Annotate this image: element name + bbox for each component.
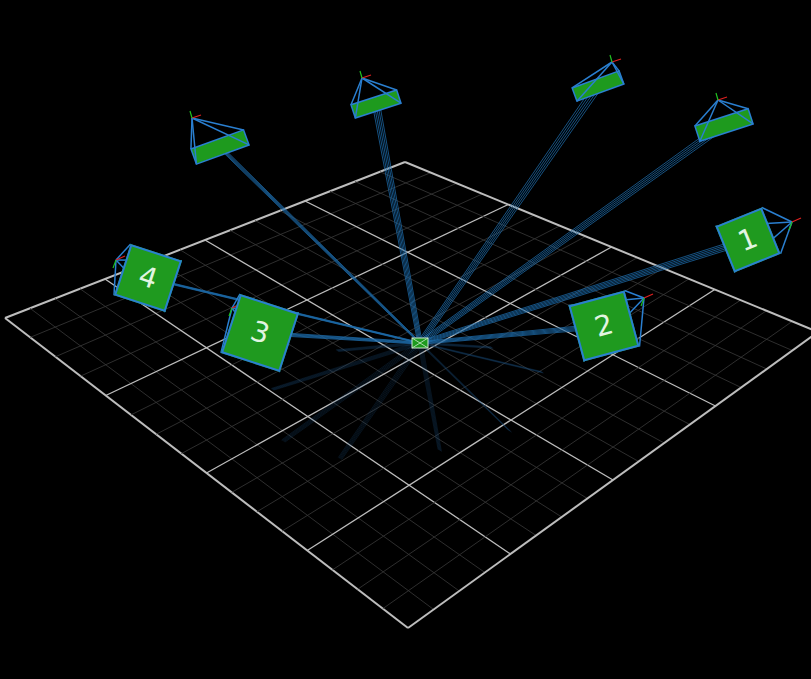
camera-frustum bbox=[192, 118, 244, 130]
camera-sensor bbox=[191, 130, 249, 164]
ray-extension bbox=[285, 344, 423, 442]
ray-extension bbox=[341, 344, 421, 460]
ray-extension bbox=[338, 344, 421, 351]
ray-extension bbox=[418, 342, 439, 450]
camera-frustum bbox=[612, 62, 624, 84]
camera-frustum bbox=[695, 100, 718, 126]
grid-line bbox=[305, 201, 716, 406]
ray-extension bbox=[274, 344, 423, 390]
grid-line bbox=[355, 182, 767, 370]
ray-line bbox=[419, 85, 596, 342]
camera-axis bbox=[792, 218, 801, 222]
numbered-board: 4 bbox=[114, 244, 182, 312]
ray-extension bbox=[337, 343, 420, 351]
numbered-board: 2 bbox=[568, 290, 639, 361]
ray-extension bbox=[340, 343, 420, 459]
ray-extension bbox=[422, 344, 543, 373]
camera-axis bbox=[190, 111, 192, 118]
grid-line bbox=[307, 290, 715, 551]
camera-axis bbox=[718, 97, 727, 100]
ray-line bbox=[372, 102, 418, 341]
ray-extension bbox=[421, 344, 543, 373]
board-number: 1 bbox=[734, 224, 761, 257]
camera-frustum bbox=[355, 78, 362, 118]
camera-axis bbox=[789, 222, 792, 230]
grid-line bbox=[358, 311, 767, 590]
target-marker bbox=[412, 338, 428, 348]
camera-frustum bbox=[640, 298, 644, 347]
floor-grid bbox=[5, 162, 811, 628]
board-number: 2 bbox=[592, 310, 616, 342]
camera-axis bbox=[716, 93, 718, 100]
board-frustums bbox=[113, 207, 801, 372]
camera-frustum bbox=[718, 100, 748, 109]
camera-frustum bbox=[625, 290, 644, 298]
ray-extension bbox=[422, 344, 441, 451]
ray-extension bbox=[338, 342, 417, 458]
camera-frustum bbox=[192, 118, 196, 164]
ray-line bbox=[418, 324, 599, 342]
camera-axis bbox=[612, 59, 621, 62]
camera-axis bbox=[644, 294, 653, 298]
board-number: 4 bbox=[135, 262, 161, 294]
ray-extension bbox=[420, 343, 440, 451]
camera-axis bbox=[360, 71, 362, 78]
camera-axis bbox=[610, 55, 612, 62]
ray-extension bbox=[419, 342, 542, 371]
ray-extension bbox=[342, 344, 423, 459]
camera-frustum bbox=[362, 78, 397, 90]
ray-extension bbox=[420, 343, 542, 372]
ray-extension bbox=[418, 342, 509, 430]
ray-line bbox=[380, 106, 422, 345]
camera-axis bbox=[116, 256, 125, 260]
ray-line bbox=[374, 103, 419, 342]
ray-extension bbox=[271, 342, 417, 389]
ray-extension bbox=[418, 342, 542, 372]
camera-axis bbox=[362, 75, 371, 78]
camera-group bbox=[190, 55, 753, 164]
target-cross bbox=[412, 338, 428, 348]
ray-extension bbox=[272, 343, 420, 389]
ray-line bbox=[418, 84, 594, 341]
ray-extension bbox=[282, 342, 418, 440]
numbered-board: 1 bbox=[715, 207, 780, 272]
camera-axis bbox=[229, 308, 232, 316]
ray-line bbox=[378, 105, 421, 344]
ray-extension bbox=[282, 342, 418, 440]
grid-line bbox=[408, 332, 811, 628]
ray-extension bbox=[283, 343, 420, 441]
ray-extension bbox=[421, 344, 440, 451]
camera-frustum bbox=[577, 62, 612, 101]
ray-line bbox=[376, 104, 420, 343]
camera-frustum bbox=[362, 78, 401, 103]
camera-sensor bbox=[351, 90, 401, 118]
camera-sensor bbox=[695, 109, 753, 142]
camera-axis bbox=[192, 115, 201, 118]
ray-bundle bbox=[143, 84, 753, 459]
ray-extension bbox=[272, 342, 419, 389]
camera-sensor bbox=[572, 71, 624, 101]
camera-frustum bbox=[718, 100, 753, 124]
numbered-board: 3 bbox=[221, 294, 299, 372]
center-target bbox=[412, 338, 428, 348]
ray-extension bbox=[419, 342, 439, 450]
camera-frustum bbox=[700, 100, 718, 141]
grid-line bbox=[383, 321, 792, 608]
grid-line bbox=[330, 191, 741, 387]
board-number: 3 bbox=[247, 317, 273, 349]
ray-extension bbox=[284, 344, 421, 442]
camera-axis bbox=[113, 260, 116, 268]
ray-extension bbox=[338, 344, 422, 351]
camera-frustum bbox=[192, 118, 249, 145]
camera-axis bbox=[641, 298, 644, 306]
ray-extension bbox=[339, 342, 419, 458]
